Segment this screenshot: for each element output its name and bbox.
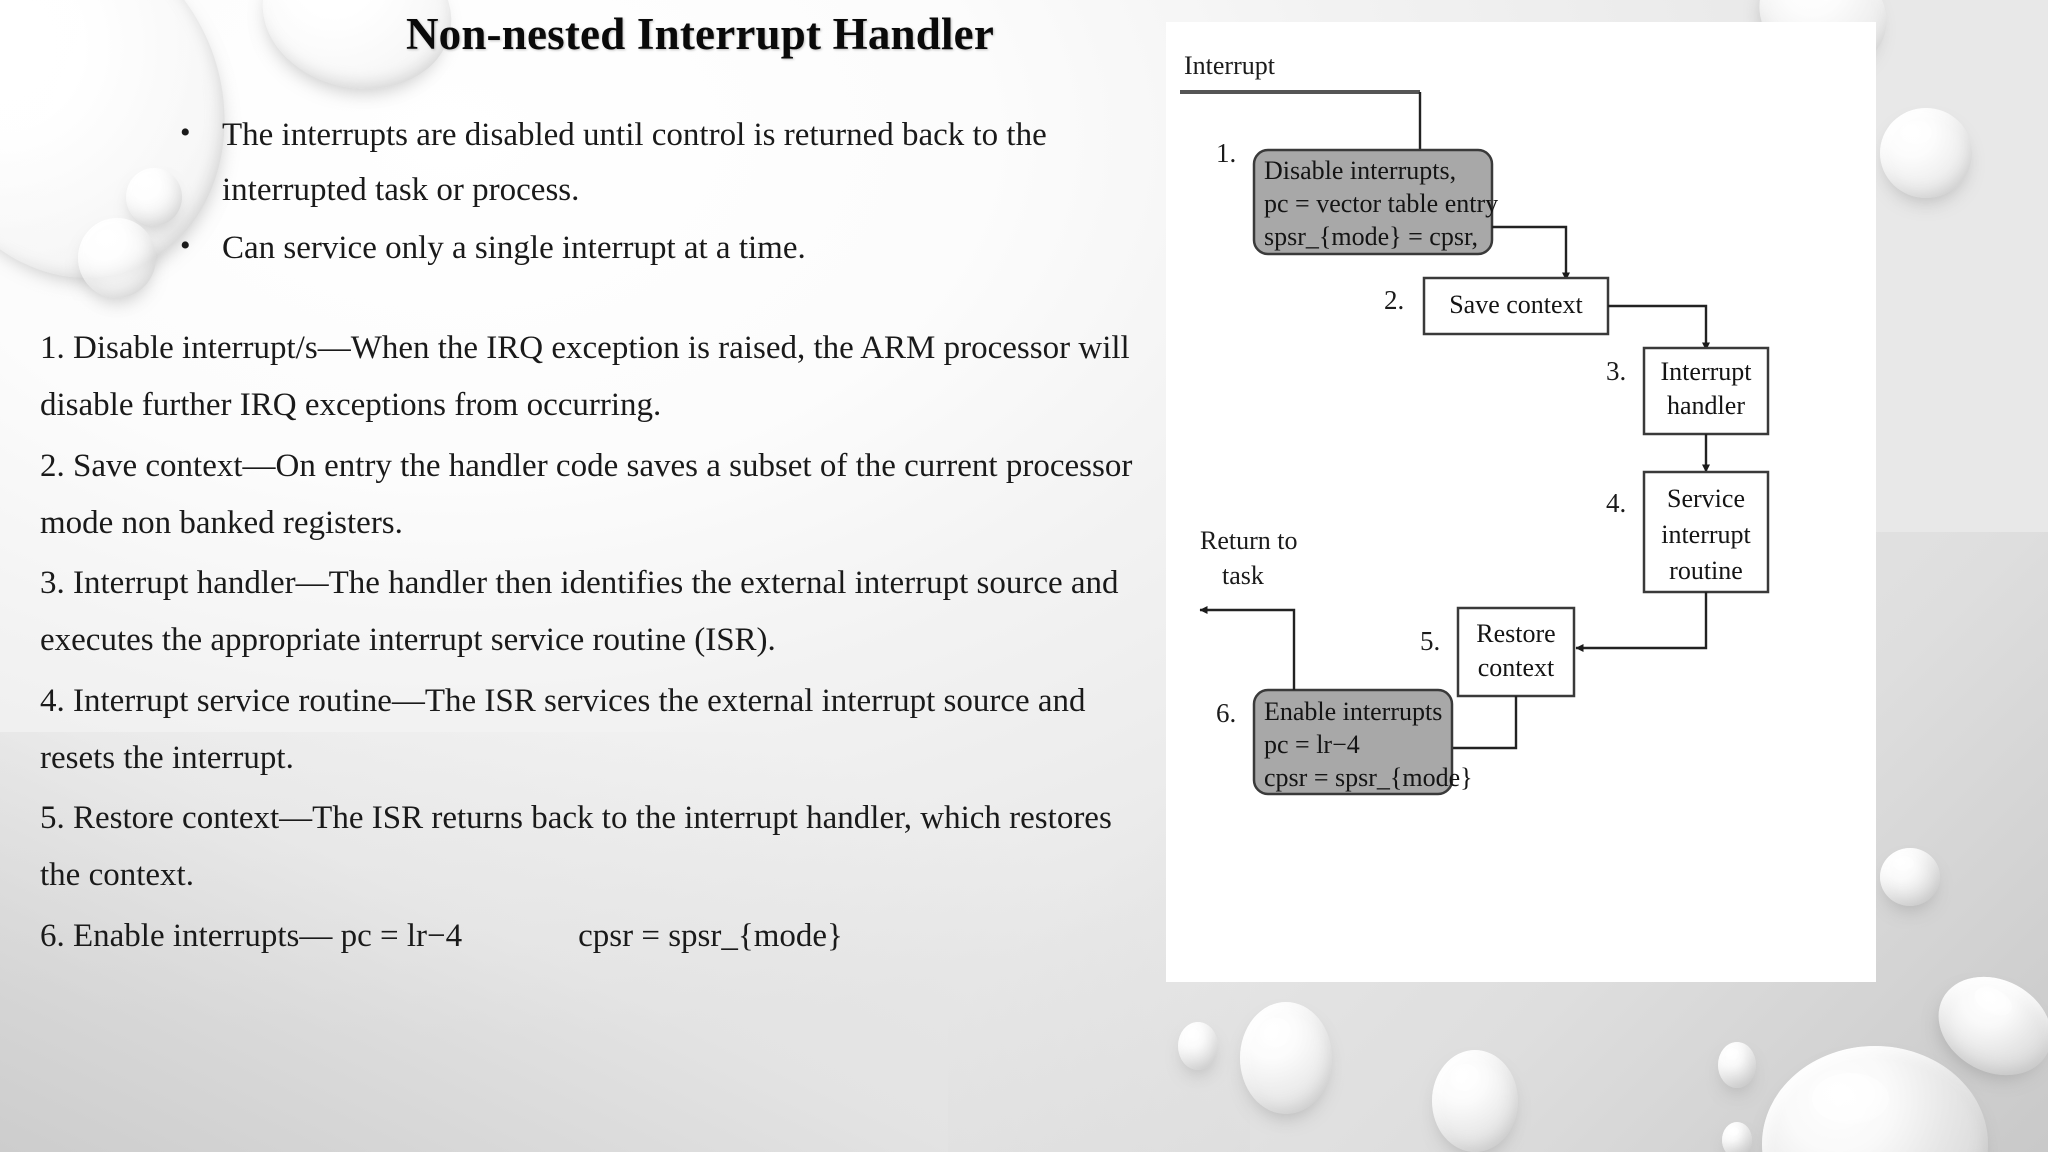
- connector-return-to-task: [1199, 606, 1296, 690]
- step-box-4[interactable]: [1642, 470, 1770, 594]
- step-box-3[interactable]: [1642, 346, 1770, 436]
- step-box-5-line-1: Restore: [1476, 619, 1555, 648]
- diagram-entry-label: Interrupt: [1184, 51, 1276, 80]
- step-box-5[interactable]: [1456, 606, 1576, 698]
- bullet-item: • Can service only a single interrupt at…: [180, 221, 1155, 276]
- step-box-6-line-1: Enable interrupts: [1264, 697, 1442, 726]
- bullet-dot-icon: •: [180, 228, 191, 262]
- step-number-3: 3.: [1606, 356, 1626, 386]
- step-box-3-line-2: handler: [1667, 391, 1745, 420]
- interrupt-flow-diagram: Interrupt 1. Disable interrupts, pc = ve…: [1166, 22, 1876, 982]
- step-box-1-line-3: spsr_{mode} = cpsr,: [1264, 222, 1478, 251]
- diagram-exit-label-line-1: Return to: [1200, 526, 1298, 555]
- step6-trail-text: cpsr = spsr_{mode}: [578, 917, 843, 954]
- step-paragraph-6: 6. Enable interrupts— pc = lr−4 cpsr = sp…: [40, 908, 1155, 965]
- step-box-5-line-2: context: [1478, 653, 1555, 682]
- step-box-4-line-3: routine: [1669, 556, 1743, 585]
- step-box-4-line-2: interrupt: [1661, 520, 1751, 549]
- step-paragraph-5: 5. Restore context—The ISR returns back …: [40, 800, 1112, 894]
- slide-title: Non-nested Interrupt Handler: [405, 9, 995, 59]
- bullet-item-text: Can service only a single interrupt at a…: [222, 229, 806, 266]
- bullet-dot-icon: •: [180, 116, 191, 149]
- diagram-canvas: Interrupt 1. Disable interrupts, pc = ve…: [1180, 51, 1770, 796]
- step-paragraph-1: 1. Disable interrupt/s—When the IRQ exce…: [40, 330, 1130, 424]
- step-box-1[interactable]: [1252, 148, 1494, 256]
- step-number-6: 6.: [1216, 698, 1236, 728]
- step-number-2: 2.: [1384, 285, 1404, 315]
- step-box-2-line-1: Save context: [1449, 290, 1583, 319]
- step-box-4-line-1: Service: [1667, 484, 1745, 513]
- connector-4-to-5: [1575, 592, 1708, 652]
- step-paragraph-2: 2. Save context—On entry the handler cod…: [40, 447, 1133, 541]
- connector-2-to-3: [1608, 304, 1710, 351]
- step-box-2[interactable]: [1422, 276, 1610, 336]
- step-number-1: 1.: [1216, 138, 1236, 168]
- content-text-column: • The interrupts are disabled until cont…: [40, 108, 1155, 969]
- diagram-exit-label-line-2: task: [1222, 561, 1264, 590]
- bullet-item: • The interrupts are disabled until cont…: [180, 108, 1155, 219]
- step-number-4: 4.: [1606, 488, 1626, 518]
- step-number-5: 5.: [1420, 626, 1440, 656]
- step-box-6[interactable]: [1252, 688, 1454, 796]
- step-paragraph-3: 3. Interrupt handler—The handler then id…: [40, 565, 1119, 659]
- connector-1-to-2: [1492, 225, 1570, 281]
- step-paragraph-4: 4. Interrupt service routine—The ISR ser…: [40, 682, 1086, 776]
- step-box-1-line-1: Disable interrupts,: [1264, 156, 1456, 185]
- bullet-item-text: The interrupts are disabled until contro…: [222, 117, 1047, 209]
- numbered-steps-text: 1. Disable interrupt/s—When the IRQ exce…: [40, 320, 1155, 964]
- step6-lead-text: 6. Enable interrupts— pc = lr−4: [40, 917, 463, 954]
- step-box-1-line-2: pc = vector table entry: [1264, 189, 1498, 218]
- step-box-6-line-3: cpsr = spsr_{mode}: [1264, 763, 1473, 792]
- step-box-3-line-1: Interrupt: [1661, 357, 1753, 386]
- step-box-6-line-2: pc = lr−4: [1264, 730, 1360, 759]
